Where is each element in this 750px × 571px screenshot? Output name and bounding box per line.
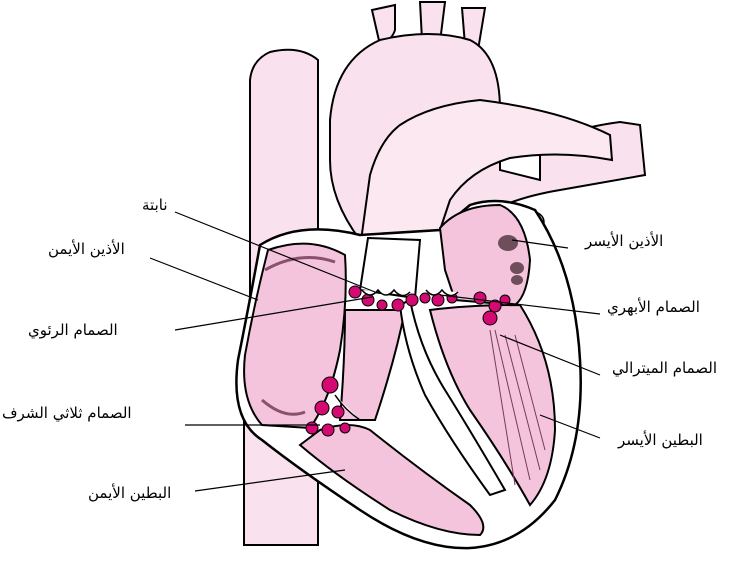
label-left-atrium: الأذين الأيسر: [585, 232, 664, 250]
label-aortic-valve: الصمام الأبهري: [607, 298, 700, 316]
pulmonary-vein-opening: [511, 275, 523, 285]
pulmonary-vein-opening: [498, 235, 518, 251]
label-nabita: نابتة: [142, 196, 168, 214]
left-atrium: [438, 203, 532, 307]
septum-wall: [398, 298, 507, 497]
chordae-left: [489, 329, 546, 486]
septum-region: [338, 309, 407, 421]
pointer-lines: [149, 211, 601, 492]
label-left-ventricle: البطين الأيسر: [618, 431, 703, 449]
pulmonary-trunk: [358, 98, 614, 262]
right-ventricle: [298, 424, 485, 537]
label-right-atrium: الأذين الأيمن: [48, 240, 125, 258]
label-right-ventricle: البطين الأيمن: [88, 484, 172, 502]
label-mitral-valve: الصمام الميترالي: [612, 359, 718, 377]
pulmonary-vein-opening: [510, 262, 524, 274]
label-pulmonary-valve: الصمام الرئوي: [28, 321, 118, 339]
right-atrium: [243, 242, 347, 430]
pectinate-muscle: [261, 256, 336, 416]
label-tricuspid-valve: الصمام ثلاثي الشرف: [2, 404, 132, 422]
